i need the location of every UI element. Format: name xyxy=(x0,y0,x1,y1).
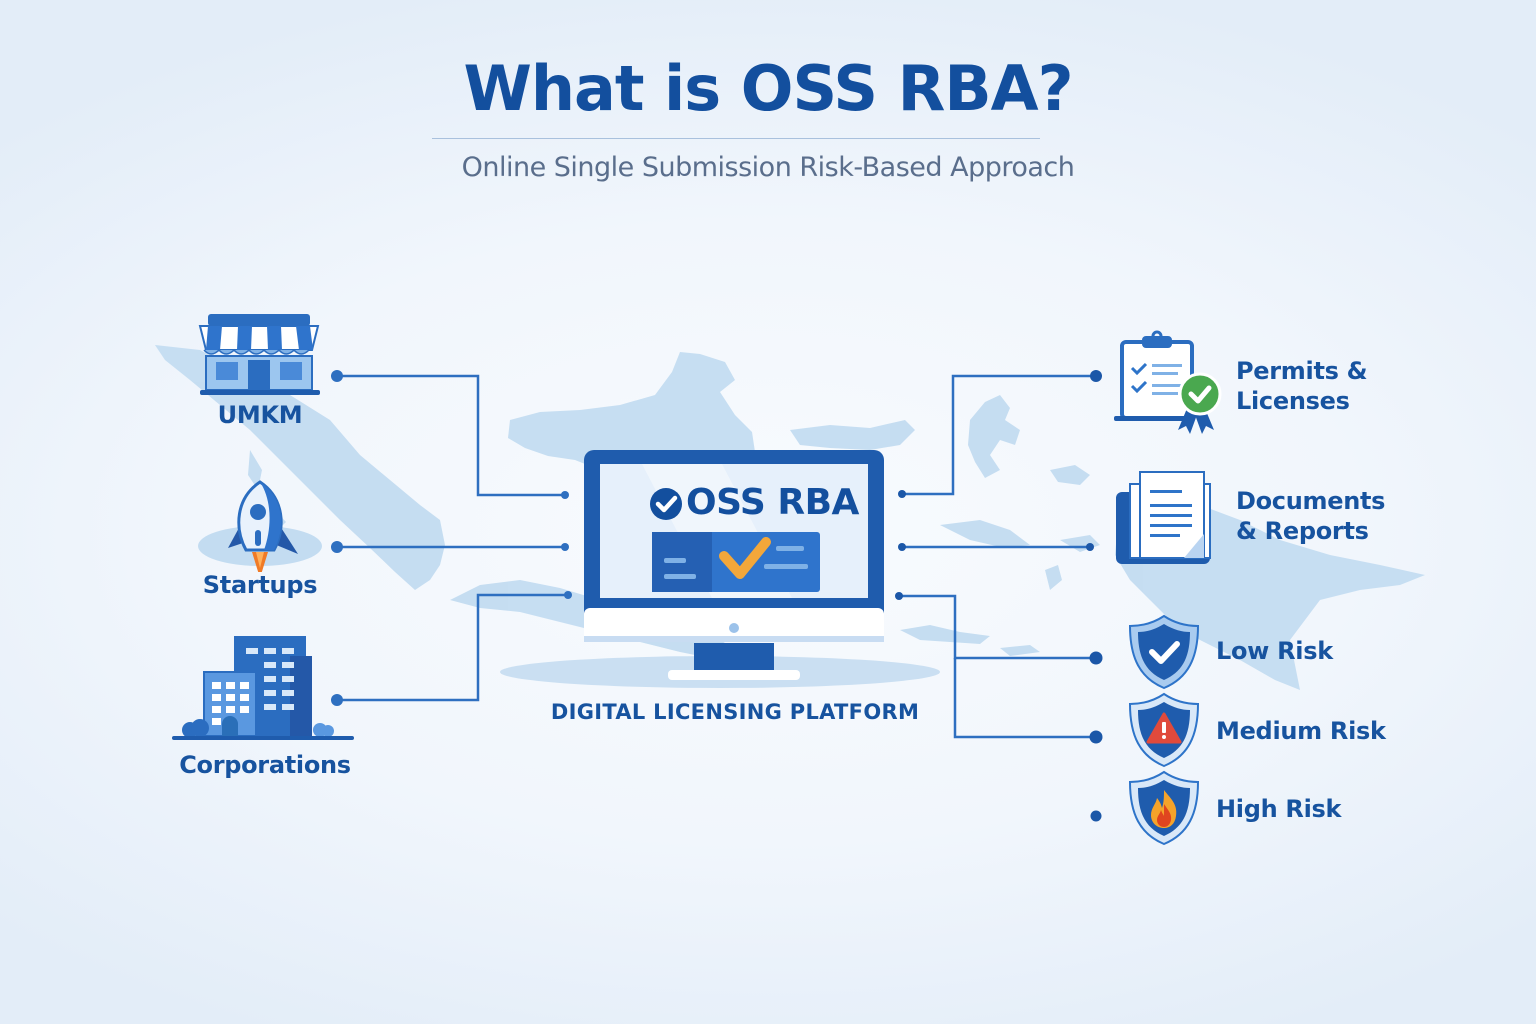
risk-low: Low Risk xyxy=(1126,614,1386,690)
entity-label: UMKM xyxy=(217,401,303,429)
output-label-line2: & Reports xyxy=(1236,517,1369,545)
documents-icon xyxy=(1116,471,1211,564)
entity-label: Corporations xyxy=(179,751,351,779)
oss-rba-monitor: OSS RBA xyxy=(582,448,886,684)
shield-alert-icon xyxy=(1128,692,1200,768)
check-circle-icon xyxy=(650,488,682,520)
platform-label: DIGITAL LICENSING PLATFORM xyxy=(550,700,920,724)
shield-check-icon xyxy=(1128,614,1200,690)
checkmark-icon xyxy=(719,537,771,579)
monitor-icon xyxy=(584,450,884,680)
output-documents-reports: Documents & Reports xyxy=(1112,468,1412,568)
title-divider xyxy=(432,138,1040,139)
office-buildings-icon xyxy=(172,636,354,740)
output-label-line2: Licenses xyxy=(1236,387,1350,415)
rocket-icon xyxy=(198,480,322,572)
risk-high: High Risk xyxy=(1126,770,1386,846)
output-label-line1: Permits & xyxy=(1236,357,1368,385)
risk-label: Low Risk xyxy=(1216,637,1333,665)
output-permits-licenses: Permits & Licenses xyxy=(1108,328,1408,438)
page-title: What is OSS RBA? xyxy=(463,52,1073,125)
entity-startups: Startups xyxy=(160,476,360,600)
output-label-line1: Documents xyxy=(1236,487,1386,515)
risk-label: Medium Risk xyxy=(1216,717,1386,745)
entity-corporations: Corporations xyxy=(160,628,370,780)
clipboard-certified-icon xyxy=(1114,330,1222,434)
page-subtitle: Online Single Submission Risk-Based Appr… xyxy=(461,152,1075,183)
screen-title: OSS RBA xyxy=(686,482,859,523)
entity-umkm: UMKM xyxy=(160,306,360,430)
storefront-icon xyxy=(198,314,320,395)
entity-label: Startups xyxy=(202,571,318,599)
shield-fire-icon xyxy=(1128,770,1200,846)
risk-label: High Risk xyxy=(1216,795,1342,823)
risk-medium: Medium Risk xyxy=(1126,692,1386,768)
